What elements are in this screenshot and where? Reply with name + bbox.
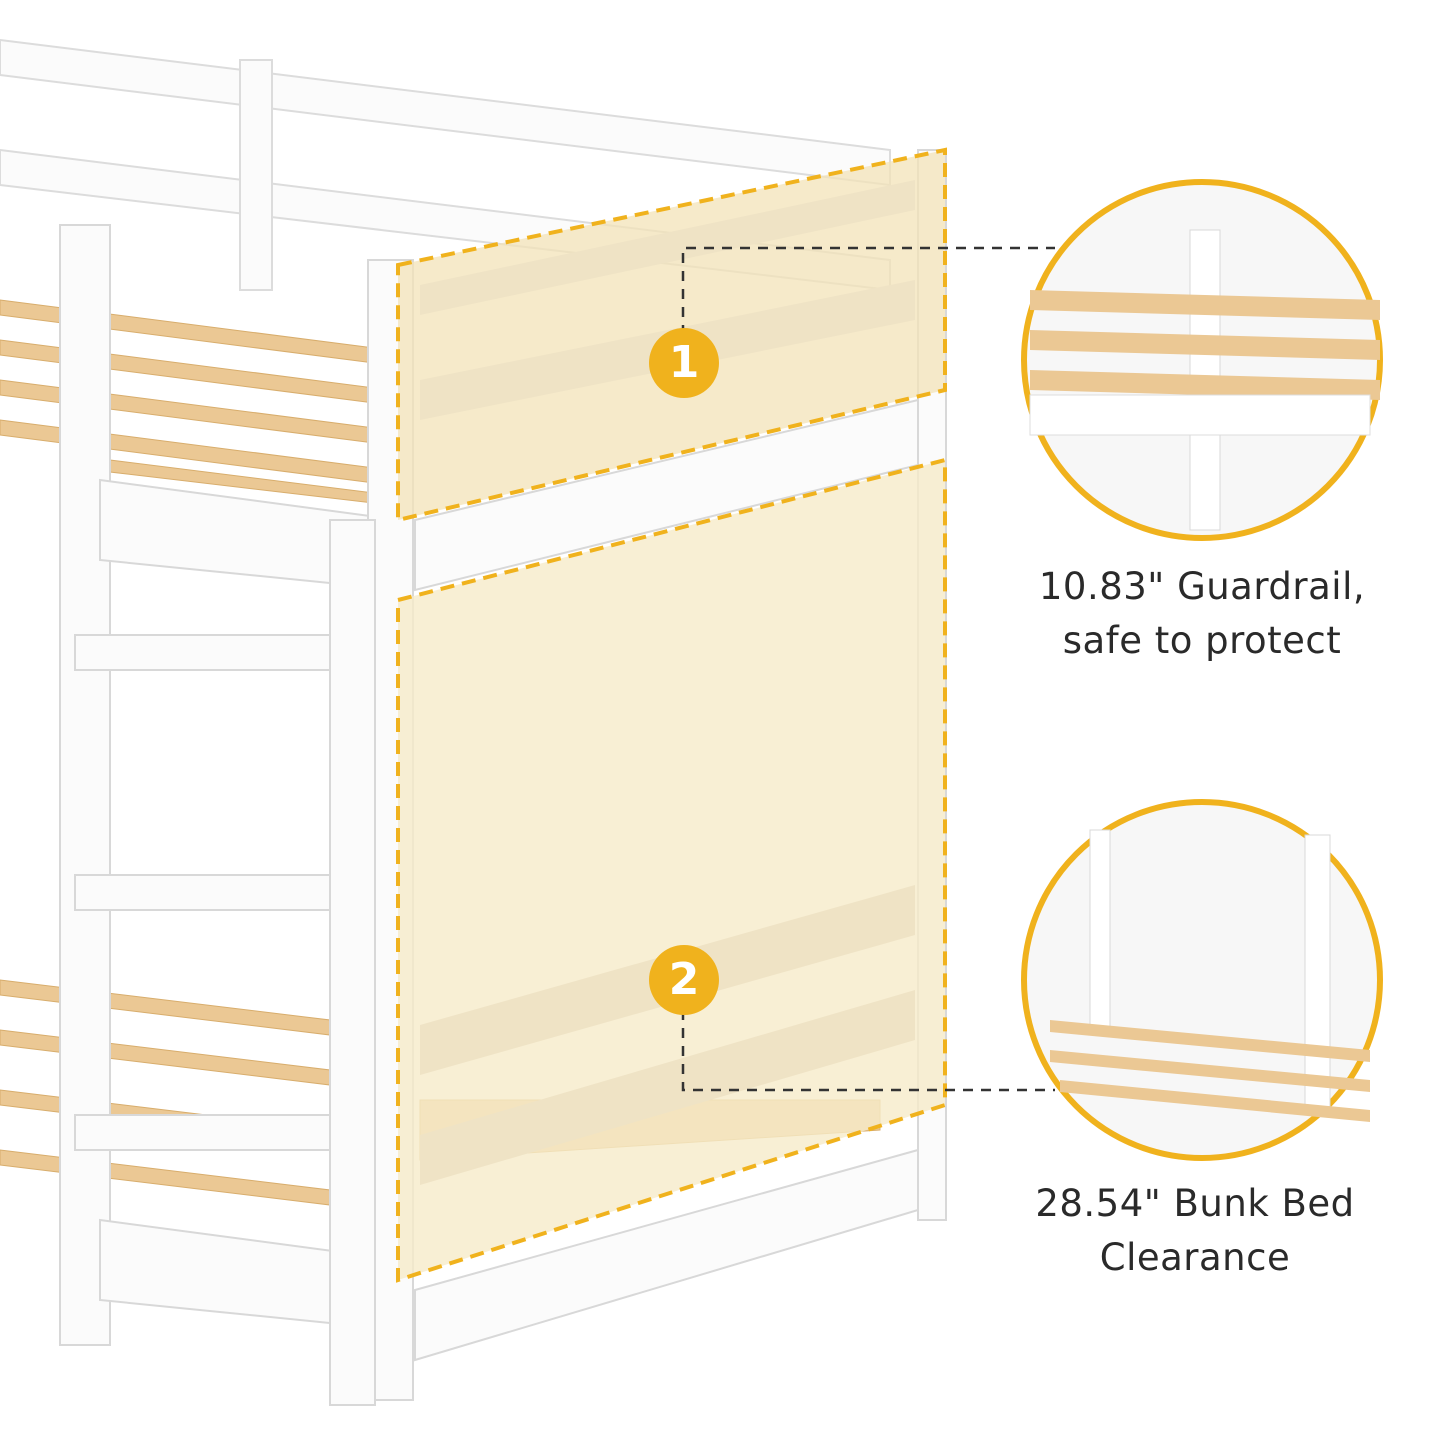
guardrail-caption: 10.83" Guardrail, safe to protect <box>992 560 1412 668</box>
upper-slats <box>0 299 391 506</box>
clearance-detail-inset <box>1021 799 1383 1161</box>
clearance-caption-line2: Clearance <box>1099 1236 1291 1279</box>
ladder <box>59 224 401 1346</box>
clearance-caption-line1: 28.54" Bunk Bed <box>1035 1182 1355 1225</box>
clearance-caption: 28.54" Bunk Bed Clearance <box>985 1177 1405 1285</box>
guardrail-caption-line1: 10.83" Guardrail, <box>1038 565 1366 608</box>
guardrail-caption-line2: safe to protect <box>1062 619 1342 662</box>
callout-badge-2: 2 <box>649 945 719 1015</box>
clearance-highlight <box>396 457 947 1283</box>
callout-badge-1: 1 <box>649 328 719 398</box>
guardrail-detail-inset <box>1021 179 1383 541</box>
connector-lines <box>681 246 1055 1092</box>
